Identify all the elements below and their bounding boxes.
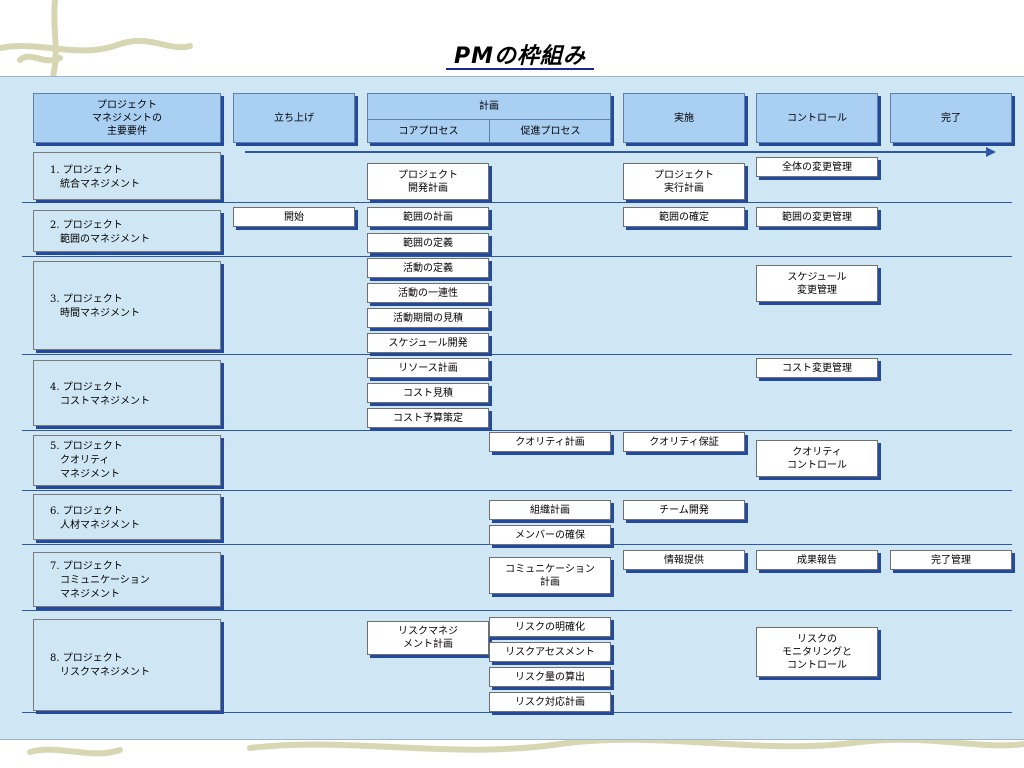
process-schedule-control: スケジュール 変更管理 bbox=[756, 265, 878, 302]
process-cost-control: コスト変更管理 bbox=[756, 358, 878, 378]
process-information-distribution: 情報提供 bbox=[623, 550, 745, 570]
process-activity-definition: 活動の定義 bbox=[367, 258, 489, 278]
area-quality: 5. プロジェクト クオリティ マネジメント bbox=[33, 435, 221, 486]
process-plan-execution: プロジェクト 実行計画 bbox=[623, 163, 745, 200]
area-label: 3. プロジェクト 時間マネジメント bbox=[50, 294, 140, 319]
process-risk-response-planning: リスク対応計画 bbox=[489, 692, 611, 712]
row-separator bbox=[22, 610, 1012, 611]
row-separator bbox=[22, 256, 1012, 257]
area-label: 5. プロジェクト クオリティ マネジメント bbox=[50, 441, 123, 480]
process-initiation: 開始 bbox=[233, 207, 355, 227]
process-risk-monitoring-control: リスクの モニタリングと コントロール bbox=[756, 627, 878, 677]
timeline-arrow-head bbox=[986, 147, 996, 157]
process-scope-planning: 範囲の計画 bbox=[367, 207, 489, 227]
area-label: 2. プロジェクト 範囲のマネジメント bbox=[50, 220, 150, 245]
process-quality-control: クオリティ コントロール bbox=[756, 440, 878, 477]
process-risk-assessment: リスクアセスメント bbox=[489, 642, 611, 662]
plan-divider bbox=[489, 119, 490, 143]
area-communication: 7. プロジェクト コミュニケーション マネジメント bbox=[33, 552, 221, 607]
area-scope: 2. プロジェクト 範囲のマネジメント bbox=[33, 210, 221, 252]
phase-execute: 実施 bbox=[623, 93, 745, 143]
page-title: PMの枠組み bbox=[453, 44, 587, 69]
row-separator bbox=[22, 490, 1012, 491]
facilitating-process-label: 促進プロセス bbox=[520, 125, 581, 137]
process-staff-acquisition: メンバーの確保 bbox=[489, 525, 611, 545]
process-risk-quantification: リスク量の算出 bbox=[489, 667, 611, 687]
core-process-label: コアプロセス bbox=[398, 125, 459, 137]
process-quality-assurance: クオリティ保証 bbox=[623, 432, 745, 452]
phase-control: コントロール bbox=[756, 93, 878, 143]
process-overall-change-control: 全体の変更管理 bbox=[756, 157, 878, 177]
process-scope-change-control: 範囲の変更管理 bbox=[756, 207, 878, 227]
areas-header: プロジェクト マネジメントの 主要要件 bbox=[33, 93, 221, 143]
plan-label: 計画 bbox=[479, 101, 499, 112]
process-scope-definition: 範囲の定義 bbox=[367, 233, 489, 253]
process-activity-sequencing: 活動の一連性 bbox=[367, 283, 489, 303]
area-label: 1. プロジェクト 統合マネジメント bbox=[50, 165, 140, 190]
area-time: 3. プロジェクト 時間マネジメント bbox=[33, 261, 221, 350]
area-hr: 6. プロジェクト 人材マネジメント bbox=[33, 494, 221, 540]
process-cost-estimating: コスト見積 bbox=[367, 383, 489, 403]
process-communication-planning: コミュニケーション 計画 bbox=[489, 557, 611, 594]
row-separator bbox=[22, 354, 1012, 355]
phase-plan: 計画 コアプロセス 促進プロセス bbox=[367, 93, 611, 143]
area-risk: 8. プロジェクト リスクマネジメント bbox=[33, 619, 221, 711]
area-cost: 4. プロジェクト コストマネジメント bbox=[33, 360, 221, 426]
process-schedule-development: スケジュール開発 bbox=[367, 333, 489, 353]
process-quality-planning: クオリティ計画 bbox=[489, 432, 611, 452]
process-team-development: チーム開発 bbox=[623, 500, 745, 520]
process-risk-management-planning: リスクマネジ メント計画 bbox=[367, 621, 489, 655]
area-label: 4. プロジェクト コストマネジメント bbox=[50, 382, 150, 407]
process-scope-verification: 範囲の確定 bbox=[623, 207, 745, 227]
process-performance-reporting: 成果報告 bbox=[756, 550, 878, 570]
timeline-arrow bbox=[245, 151, 987, 153]
process-administrative-closure: 完了管理 bbox=[890, 550, 1012, 570]
process-cost-budgeting: コスト予算策定 bbox=[367, 408, 489, 428]
row-separator bbox=[22, 202, 1012, 203]
process-resource-planning: リソース計画 bbox=[367, 358, 489, 378]
row-separator bbox=[22, 712, 1012, 713]
phase-initiate: 立ち上げ bbox=[233, 93, 355, 143]
process-organizational-planning: 組織計画 bbox=[489, 500, 611, 520]
area-label: 8. プロジェクト リスクマネジメント bbox=[50, 653, 150, 678]
row-separator bbox=[22, 430, 1012, 431]
process-risk-identification: リスクの明確化 bbox=[489, 617, 611, 637]
area-integration: 1. プロジェクト 統合マネジメント bbox=[33, 152, 221, 200]
title-underline bbox=[446, 68, 594, 70]
area-label: 7. プロジェクト コミュニケーション マネジメント bbox=[50, 561, 150, 600]
phase-close: 完了 bbox=[890, 93, 1012, 143]
process-plan-development: プロジェクト 開発計画 bbox=[367, 163, 489, 200]
area-label: 6. プロジェクト 人材マネジメント bbox=[50, 506, 140, 531]
process-duration-estimating: 活動期間の見積 bbox=[367, 308, 489, 328]
